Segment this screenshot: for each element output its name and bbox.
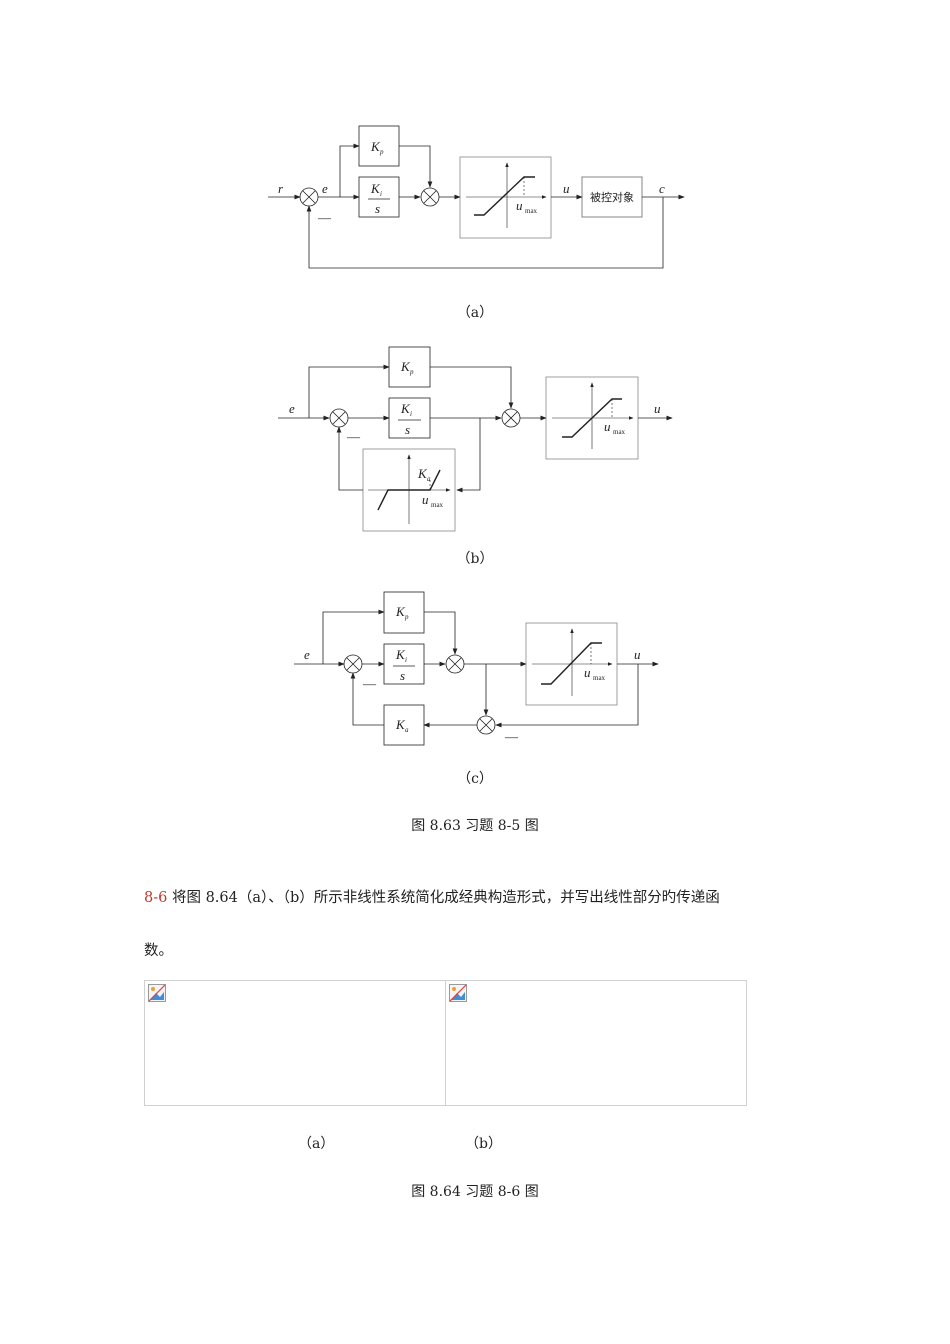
- svg-text:被控对象: 被控对象: [590, 190, 634, 204]
- svg-text:—: —: [317, 210, 332, 225]
- svg-text:s: s: [375, 201, 380, 216]
- figure-8-63-caption: 图 8.63 习题 8-5 图: [411, 818, 539, 834]
- svg-text:u: u: [654, 401, 661, 416]
- broken-image-icon: [148, 984, 166, 1002]
- figure-8-64b-image: [445, 980, 747, 1106]
- broken-image-icon: [449, 984, 467, 1002]
- svg-text:a: a: [427, 475, 431, 483]
- diagram-b: [278, 346, 673, 532]
- svg-text:K: K: [400, 359, 411, 374]
- svg-text:—: —: [362, 676, 377, 691]
- svg-text:max: max: [431, 501, 444, 509]
- svg-text:K: K: [370, 139, 381, 154]
- svg-text:K: K: [395, 604, 406, 619]
- problem-8-6-line2: 数。: [144, 943, 173, 959]
- svg-text:c: c: [659, 181, 665, 196]
- svg-text:a: a: [405, 726, 409, 734]
- svg-text:s: s: [400, 668, 405, 683]
- svg-text:r: r: [278, 181, 284, 196]
- kp-block-c: [383, 591, 425, 634]
- diagram-a-labels: r e — K p K i s u max u 被控对象 c: [278, 139, 665, 225]
- problem-number: 8-6: [144, 890, 168, 906]
- svg-text:p: p: [409, 368, 414, 376]
- caption-b: （b）: [456, 551, 494, 567]
- svg-text:e: e: [304, 647, 310, 662]
- svg-text:max: max: [613, 428, 626, 436]
- figure-8-64-sub-b: （b）: [465, 1136, 502, 1152]
- svg-text:i: i: [380, 190, 382, 198]
- svg-text:p: p: [404, 613, 409, 621]
- diagram-c: [294, 591, 659, 746]
- svg-text:max: max: [525, 207, 538, 215]
- svg-text:K: K: [395, 717, 406, 732]
- svg-text:i: i: [410, 410, 412, 418]
- svg-text:—: —: [504, 729, 519, 744]
- caption-a: （a）: [456, 305, 494, 321]
- saturation-block-a: [459, 156, 552, 239]
- svg-text:K: K: [400, 401, 411, 416]
- svg-text:u: u: [634, 647, 641, 662]
- diagram-c-labels: e — K p K i s u max u — K a: [304, 604, 641, 744]
- svg-text:e: e: [289, 401, 295, 416]
- svg-text:max: max: [593, 674, 606, 682]
- svg-text:K: K: [370, 181, 381, 196]
- figure-8-64-caption: 图 8.64 习题 8-6 图: [411, 1184, 539, 1200]
- svg-text:—: —: [346, 429, 361, 444]
- figure-8-63-diagrams: r e — K p K i s u max u 被控对象 c: [268, 125, 685, 746]
- svg-text:i: i: [405, 656, 407, 664]
- problem-8-6-line1: 8-6 将图 8.64（a）、（b）所示非线性系统简化成经典构造形式，并写出线性…: [144, 890, 720, 906]
- svg-text:K: K: [417, 466, 428, 481]
- figure-8-64a-image: [144, 980, 446, 1106]
- svg-text:u: u: [604, 419, 611, 434]
- svg-text:s: s: [405, 422, 410, 437]
- svg-text:u: u: [422, 492, 429, 507]
- svg-text:e: e: [322, 181, 328, 196]
- svg-text:K: K: [395, 647, 406, 662]
- svg-text:u: u: [563, 181, 570, 196]
- caption-c: （c）: [457, 771, 493, 787]
- diagram-b-labels: e — K p K i s u max u K a u max: [289, 359, 661, 509]
- diagram-a: [268, 125, 685, 269]
- svg-text:u: u: [584, 665, 591, 680]
- svg-text:p: p: [379, 148, 384, 156]
- figure-8-64-sub-a: （a）: [298, 1136, 335, 1152]
- svg-text:u: u: [516, 198, 523, 213]
